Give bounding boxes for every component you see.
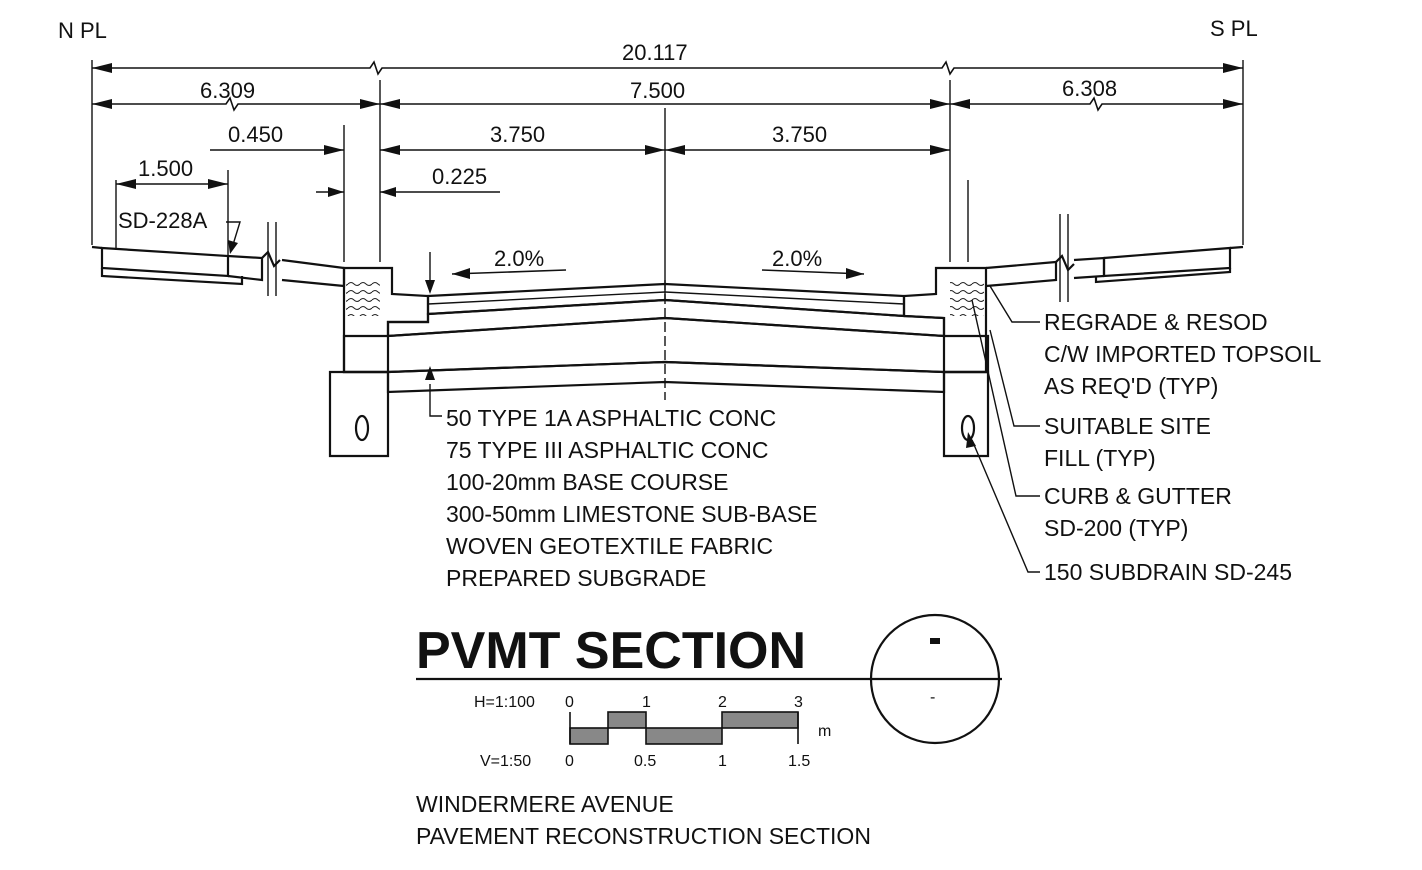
dim-curb-offset: 0.450	[228, 122, 283, 147]
section-reference-circle: -	[869, 613, 1001, 745]
extension-lines	[91, 60, 1244, 300]
south-property-line-label: S PL	[1210, 16, 1258, 41]
slope-right: 2.0%	[772, 246, 822, 271]
note-subdrain: 150 SUBDRAIN SD-245	[1044, 559, 1292, 585]
pavement-structure	[342, 280, 990, 400]
slope-left: 2.0%	[494, 246, 544, 271]
svg-text:SD-200 (TYP): SD-200 (TYP)	[1044, 515, 1188, 541]
layer-callout-leader	[425, 252, 442, 417]
svg-text:150 SUBDRAIN SD-245: 150 SUBDRAIN SD-245	[1044, 559, 1292, 585]
layer-item: 300-50mm LIMESTONE SUB-BASE	[446, 501, 818, 527]
dim-right-lane: 3.750	[772, 122, 827, 147]
layer-item: PREPARED SUBGRADE	[446, 565, 706, 591]
layer-list: 50 TYPE 1A ASPHALTIC CONC 75 TYPE III AS…	[446, 405, 818, 591]
dim-left-lane: 3.750	[490, 122, 545, 147]
left-boulevard	[91, 222, 346, 296]
circle-bottom-text: -	[930, 689, 935, 706]
dim-gutter: 0.225	[432, 164, 487, 189]
note-curb: CURB & GUTTER SD-200 (TYP)	[1044, 483, 1232, 541]
note-regrade: REGRADE & RESOD C/W IMPORTED TOPSOIL AS …	[1044, 309, 1322, 399]
layer-item: 75 TYPE III ASPHALTIC CONC	[446, 437, 769, 463]
dim-left-boulevard: 6.309	[200, 78, 255, 103]
h-scale-label: H=1:100	[474, 694, 535, 711]
svg-text:AS REQ'D (TYP): AS REQ'D (TYP)	[1044, 373, 1218, 399]
layer-item: 100-20mm BASE COURSE	[446, 469, 728, 495]
north-property-line-label: N PL	[58, 18, 107, 43]
v-tick: 1	[718, 753, 727, 770]
v-tick: 0.5	[634, 753, 656, 770]
svg-text:C/W IMPORTED TOPSOIL: C/W IMPORTED TOPSOIL	[1044, 341, 1322, 367]
slope-indicators	[451, 268, 865, 279]
v-scale-label: V=1:50	[480, 753, 531, 770]
dim-roadway: 7.500	[630, 78, 685, 103]
scale-bar: H=1:100 V=1:50 0 1 2 3 0 0.5 1 1.5 m	[474, 694, 831, 770]
svg-text:FILL (TYP): FILL (TYP)	[1044, 445, 1156, 471]
h-tick: 0	[565, 694, 574, 711]
svg-text:REGRADE & RESOD: REGRADE & RESOD	[1044, 309, 1268, 335]
dimension-lines	[92, 60, 1243, 197]
svg-text:CURB & GUTTER: CURB & GUTTER	[1044, 483, 1232, 509]
sd228a-label: SD-228A	[118, 208, 208, 233]
dim-sidewalk: 1.500	[138, 156, 193, 181]
h-tick: 2	[718, 694, 727, 711]
right-curb-gutter	[902, 266, 990, 458]
note-fill: SUITABLE SITE FILL (TYP)	[1044, 413, 1211, 471]
v-tick: 1.5	[788, 753, 810, 770]
subtitle-description: PAVEMENT RECONSTRUCTION SECTION	[416, 823, 871, 849]
layer-item: 50 TYPE 1A ASPHALTIC CONC	[446, 405, 776, 431]
h-tick: 1	[642, 694, 651, 711]
svg-text:SUITABLE SITE: SUITABLE SITE	[1044, 413, 1211, 439]
dim-overall: 20.117	[622, 40, 688, 65]
v-tick: 0	[565, 753, 574, 770]
dim-right-boulevard: 6.308	[1062, 76, 1117, 101]
scale-unit: m	[818, 723, 831, 740]
h-tick: 3	[794, 694, 803, 711]
layer-item: WOVEN GEOTEXTILE FABRIC	[446, 533, 773, 559]
section-title: PVMT SECTION	[416, 622, 806, 680]
subtitle-street: WINDERMERE AVENUE	[416, 791, 674, 817]
note-leaders	[966, 285, 1040, 573]
right-boulevard	[985, 214, 1244, 302]
